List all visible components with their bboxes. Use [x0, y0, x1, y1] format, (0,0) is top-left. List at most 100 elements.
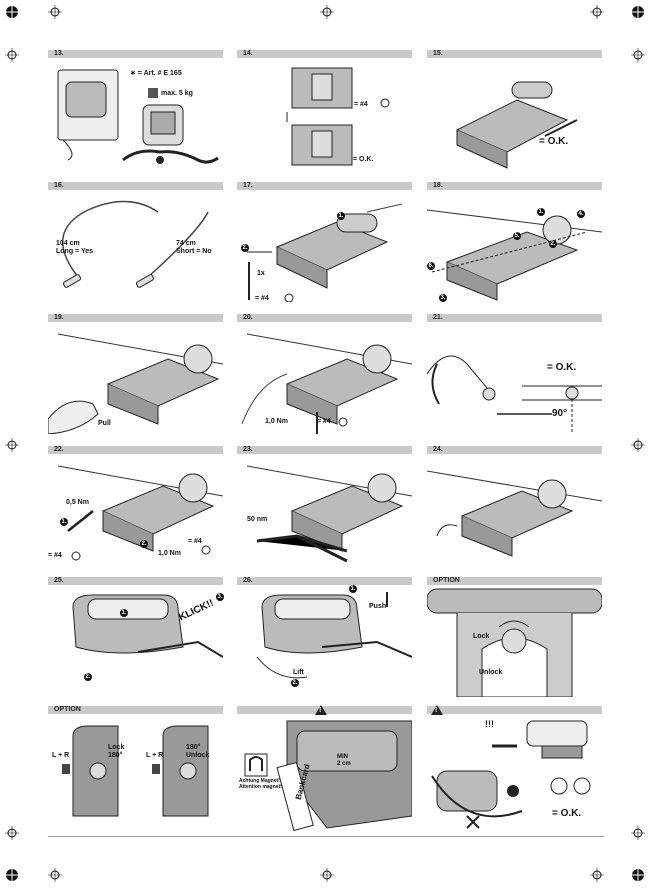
step-circle: 1.	[337, 212, 345, 220]
magnet-warning-text: Achtung Magnet! Attention magnet!	[239, 778, 282, 790]
registration-mark-icon	[5, 5, 19, 19]
step-circle: 2.	[140, 540, 148, 548]
step-number: 24.	[433, 446, 443, 453]
bracket-assembled-illustration	[455, 81, 578, 169]
step-header: OPTION	[427, 577, 602, 585]
mounted-bracket-illustration	[427, 470, 602, 557]
step-circle: 3.	[216, 593, 224, 601]
bracket-adjust-illustration	[286, 67, 390, 166]
step-number: 19.	[54, 314, 64, 321]
lock-option-illustration	[427, 588, 602, 697]
long-cable-label: 104 cm Long = Yes	[56, 240, 94, 255]
step-22: 22. 0,5 Nm 1. = #4 2. 1,0 Nm = #4	[48, 446, 223, 566]
step-header: 22.	[48, 446, 223, 454]
unlock-label: Unlock	[479, 669, 503, 676]
unlock-180-label: 180° Unlock	[186, 744, 210, 759]
lock-180-label: Lock 180°	[108, 744, 125, 759]
option-title: OPTION	[433, 577, 460, 584]
crop-mark-icon	[590, 5, 604, 19]
step-circle: 2.	[84, 673, 92, 681]
step-header: 18.	[427, 182, 602, 190]
step-header: 25.	[48, 577, 223, 585]
footer-rule	[48, 836, 604, 837]
step-circle: 3.	[439, 294, 447, 302]
hex-key-label-1: = #4	[48, 552, 62, 559]
step-header: 23.	[237, 446, 412, 454]
angle-label: 90°	[552, 408, 568, 419]
step-header	[427, 705, 602, 715]
warning-icon	[431, 705, 443, 715]
step-23: 23. 50 nm	[237, 446, 412, 566]
step-number: 26.	[243, 577, 253, 584]
crop-mark-icon	[5, 438, 19, 452]
push-label: Push	[369, 603, 387, 610]
carry-warning-illustration	[431, 720, 591, 829]
step-header: 19.	[48, 314, 223, 322]
step-header: 17.	[237, 182, 412, 190]
step-header: 13.	[48, 50, 223, 58]
step-number: 17.	[243, 182, 253, 189]
article-number-label: ∗ = Art. # E 165	[130, 70, 182, 77]
attention-label: !!!	[485, 719, 494, 729]
step-number: 15.	[433, 50, 443, 57]
step-circle: 2.	[241, 244, 249, 252]
step-number: 13.	[54, 50, 64, 57]
step-circle: 5.	[513, 232, 521, 240]
option-lock-key: OPTION L + R Lock 180° L + R 180° Unlock	[48, 706, 223, 834]
package-contents-illustration	[57, 69, 219, 164]
registration-mark-icon	[631, 868, 645, 882]
option-lock: OPTION Lock Unlock	[427, 577, 602, 697]
step-header: 14.	[237, 50, 412, 58]
max-weight-label: max. 5 kg	[161, 90, 193, 97]
crop-mark-icon	[590, 868, 604, 882]
step-20: 20. 1,0 Nm = #4	[237, 314, 412, 434]
step-number: 18.	[433, 182, 443, 189]
hex-key-label: = #4	[354, 101, 368, 108]
step-number: 16.	[54, 182, 64, 189]
step-number: 23.	[243, 446, 253, 453]
step-21: 21. = O.K. 90°	[427, 314, 602, 434]
step-circle: 2.	[291, 679, 299, 687]
step-number: 20.	[243, 314, 253, 321]
step-header: 24.	[427, 446, 602, 454]
crop-mark-icon	[631, 826, 645, 840]
step-circle: 6.	[427, 262, 435, 270]
cut-cable-illustration	[246, 465, 412, 563]
hex-key-label: = #4	[255, 295, 269, 302]
step-14: 14. = #4 = O.K.	[237, 50, 412, 170]
hex-key-label-2: = #4	[188, 538, 202, 545]
torque-label-2: 1,0 Nm	[158, 550, 181, 557]
mount-on-handlebar-illustration	[427, 209, 602, 301]
step-circle: 4.	[577, 210, 585, 218]
crop-mark-icon	[5, 48, 19, 62]
ok-label: = O.K.	[547, 362, 577, 373]
registration-mark-icon	[5, 868, 19, 882]
option-title: OPTION	[54, 706, 81, 713]
step-header: 26.	[237, 577, 412, 585]
step-13: 13. ∗ = Art. # E 165 max. 5 kg	[48, 50, 223, 170]
lr-label-1: L + R	[52, 752, 70, 759]
crop-mark-icon	[631, 48, 645, 62]
final-torque-illustration	[57, 465, 223, 561]
crop-mark-icon	[48, 5, 62, 19]
step-19: 19. Pull	[48, 314, 223, 434]
crop-mark-icon	[5, 826, 19, 840]
lift-label: Lift	[293, 669, 304, 676]
lock-key-option-illustration	[62, 725, 209, 817]
step-number: 22.	[54, 446, 64, 453]
cable-insert-illustration	[247, 203, 403, 302]
step-26: 26. 1. Push 2. Lift	[237, 577, 412, 697]
lr-label-2: L + R	[146, 752, 164, 759]
step-24: 24.	[427, 446, 602, 566]
torque-label: 1,0 Nm	[265, 418, 288, 425]
warning-icon	[315, 705, 327, 715]
step-circle: 1.	[349, 585, 357, 593]
step-15: 15. = O.K.	[427, 50, 602, 170]
tighten-screw-illustration	[241, 333, 412, 434]
attach-bag-illustration	[72, 594, 223, 658]
step-circle: 1.	[120, 609, 128, 617]
step-circle: 1.	[60, 518, 68, 526]
step-18: 18. 1. 2. 3. 4. 5. 6.	[427, 182, 602, 302]
step-number: 25.	[54, 577, 64, 584]
